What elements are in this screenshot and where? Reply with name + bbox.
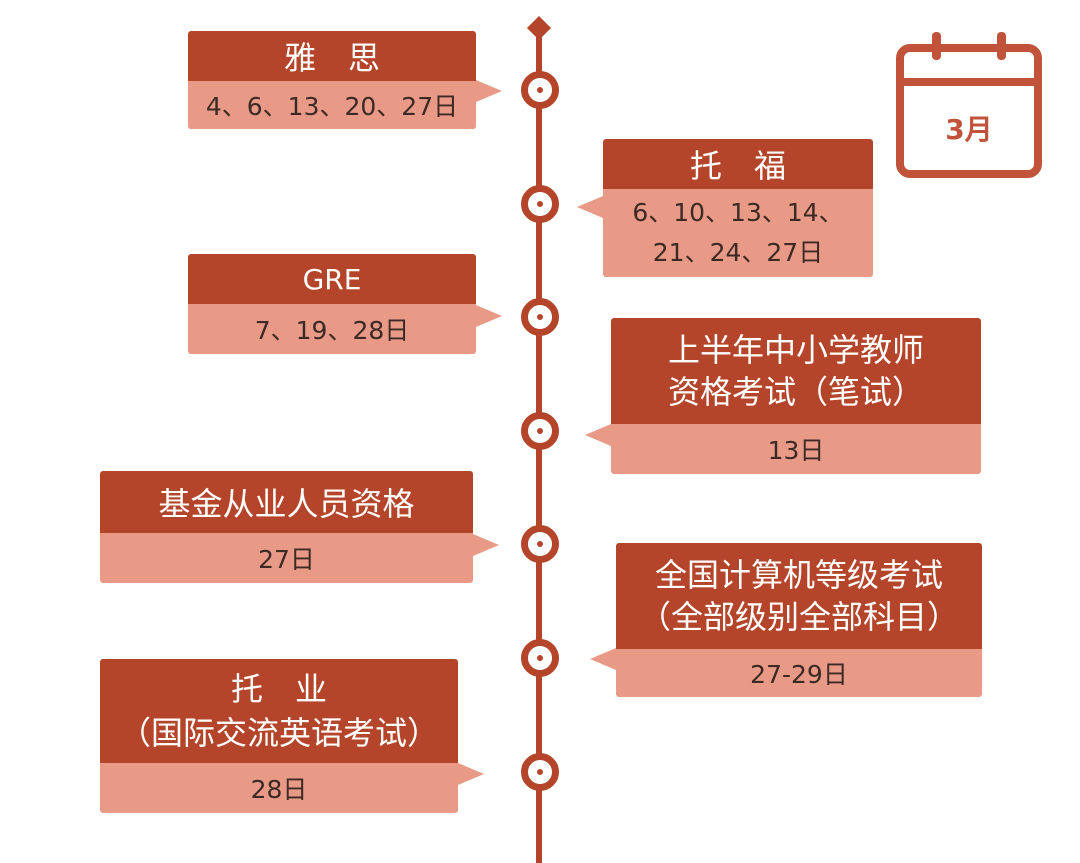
event-title: 托 业 （国际交流英语考试） [100,659,458,763]
node-dot [537,201,543,207]
event-dates: 6、10、13、14、 21、24、27日 [603,189,873,277]
calendar-month: 3月 [945,113,993,146]
node-dot [537,769,543,775]
calendar-header-bar [904,78,1034,86]
timeline-node [521,298,559,336]
node-dot [537,655,543,661]
node-dot [537,87,543,93]
card-pointer [476,305,502,327]
timeline-node [521,412,559,450]
card-pointer [476,80,502,102]
timeline-node [521,753,559,791]
event-title: GRE [188,254,476,304]
event-dates: 13日 [611,424,981,474]
event-dates: 28日 [100,763,458,813]
event-title: 基金从业人员资格 [100,471,473,533]
event-title: 雅 思 [188,31,476,81]
event-dates: 27日 [100,533,473,583]
timeline-node [521,639,559,677]
event-card-computer-rank: 全国计算机等级考试 （全部级别全部科目） 27-29日 [616,543,982,697]
timeline-top-diamond [526,15,552,41]
event-card-fund-qualification: 基金从业人员资格 27日 [100,471,473,583]
node-dot [537,428,543,434]
calendar-icon: 3月 [896,32,1042,178]
node-dot [537,541,543,547]
timeline-node [521,71,559,109]
event-dates: 4、6、13、20、27日 [188,81,476,129]
node-dot [537,314,543,320]
card-pointer [458,763,484,785]
event-dates: 27-29日 [616,649,982,697]
event-dates: 7、19、28日 [188,304,476,354]
card-pointer [577,196,603,218]
card-pointer [585,424,611,446]
card-pointer [590,648,616,670]
event-card-teacher-qualification: 上半年中小学教师 资格考试（笔试） 13日 [611,318,981,474]
event-title: 托 福 [603,139,873,189]
timeline-node [521,185,559,223]
calendar-ring-right [997,32,1006,60]
event-title: 上半年中小学教师 资格考试（笔试） [611,318,981,424]
card-pointer [473,534,499,556]
event-card-gre: GRE 7、19、28日 [188,254,476,354]
event-card-toeic: 托 业 （国际交流英语考试） 28日 [100,659,458,813]
event-title: 全国计算机等级考试 （全部级别全部科目） [616,543,982,649]
event-card-toefl: 托 福 6、10、13、14、 21、24、27日 [603,139,873,277]
calendar-ring-left [932,32,941,60]
event-card-ielts: 雅 思 4、6、13、20、27日 [188,31,476,129]
timeline-node [521,525,559,563]
